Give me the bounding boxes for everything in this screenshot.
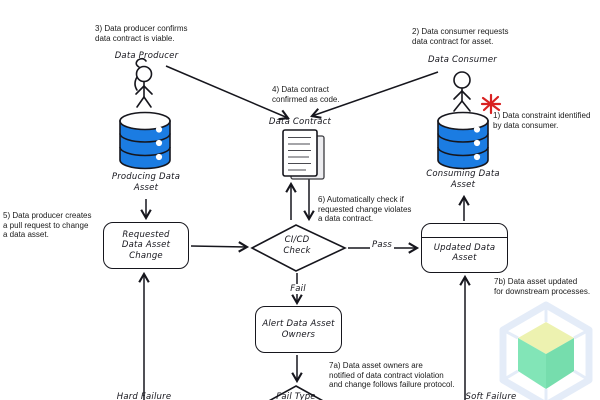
producing-database-icon bbox=[119, 111, 171, 170]
annotation-step-2: 2) Data consumer requests data contract … bbox=[412, 27, 509, 46]
node-requested-change-label: Requested Data Asset Change bbox=[121, 229, 171, 261]
edge-label-fail: Fail bbox=[288, 284, 308, 294]
flow-arrows bbox=[138, 65, 471, 400]
arrow-consumer-to-contract bbox=[310, 71, 439, 119]
label-data-consumer: Data Consumer bbox=[428, 55, 497, 65]
label-data-contract: Data Contract bbox=[268, 117, 332, 127]
label-cicd-check: CI/CD Check bbox=[283, 235, 311, 256]
red-asterisk-icon bbox=[480, 93, 502, 115]
annotation-step-3: 3) Data producer confirms data contract … bbox=[95, 24, 188, 43]
arrow-requested-to-cicd bbox=[190, 241, 250, 253]
consuming-database-icon bbox=[437, 111, 489, 170]
edge-label-soft-failure: Soft Failure bbox=[465, 392, 517, 400]
node-updated-asset-label: Updated Data Asset bbox=[433, 242, 496, 264]
document-icon bbox=[282, 129, 325, 180]
updated-asset-divider bbox=[422, 237, 507, 238]
edge-label-hard-failure: Hard Failure bbox=[116, 392, 172, 400]
label-fail-type: Fail Type bbox=[276, 392, 316, 400]
annotation-step-7b: 7b) Data asset updated for downstream pr… bbox=[494, 277, 591, 296]
annotation-step-4: 4) Data contract confirmed as code. bbox=[272, 85, 340, 104]
consumer-person-icon bbox=[453, 71, 471, 112]
producer-person-icon bbox=[134, 57, 153, 108]
annotation-step-5: 5) Data producer creates a pull request … bbox=[3, 211, 92, 240]
annotation-step-7a: 7a) Data asset owners are notified of da… bbox=[329, 361, 455, 390]
cicd-check-diamond bbox=[250, 224, 347, 272]
annotation-step-1: 1) Data constraint identified by data co… bbox=[493, 111, 591, 130]
annotation-step-6: 6) Automatically check if requested chan… bbox=[318, 195, 412, 224]
node-updated-asset: Updated Data Asset bbox=[421, 223, 508, 273]
edge-label-pass: Pass bbox=[370, 240, 394, 250]
node-requested-change: Requested Data Asset Change bbox=[103, 222, 189, 269]
label-data-producer: Data Producer bbox=[114, 51, 179, 61]
cube-logo-icon bbox=[499, 301, 593, 400]
label-producing-asset: Producing Data Asset bbox=[111, 172, 181, 193]
arrow-producer-to-contract bbox=[165, 65, 290, 121]
label-consuming-asset: Consuming Data Asset bbox=[426, 169, 500, 190]
node-alert-owners-label: Alert Data Asset Owners bbox=[262, 319, 335, 340]
fail-type-diamond bbox=[268, 385, 324, 400]
node-alert-owners: Alert Data Asset Owners bbox=[255, 306, 342, 353]
